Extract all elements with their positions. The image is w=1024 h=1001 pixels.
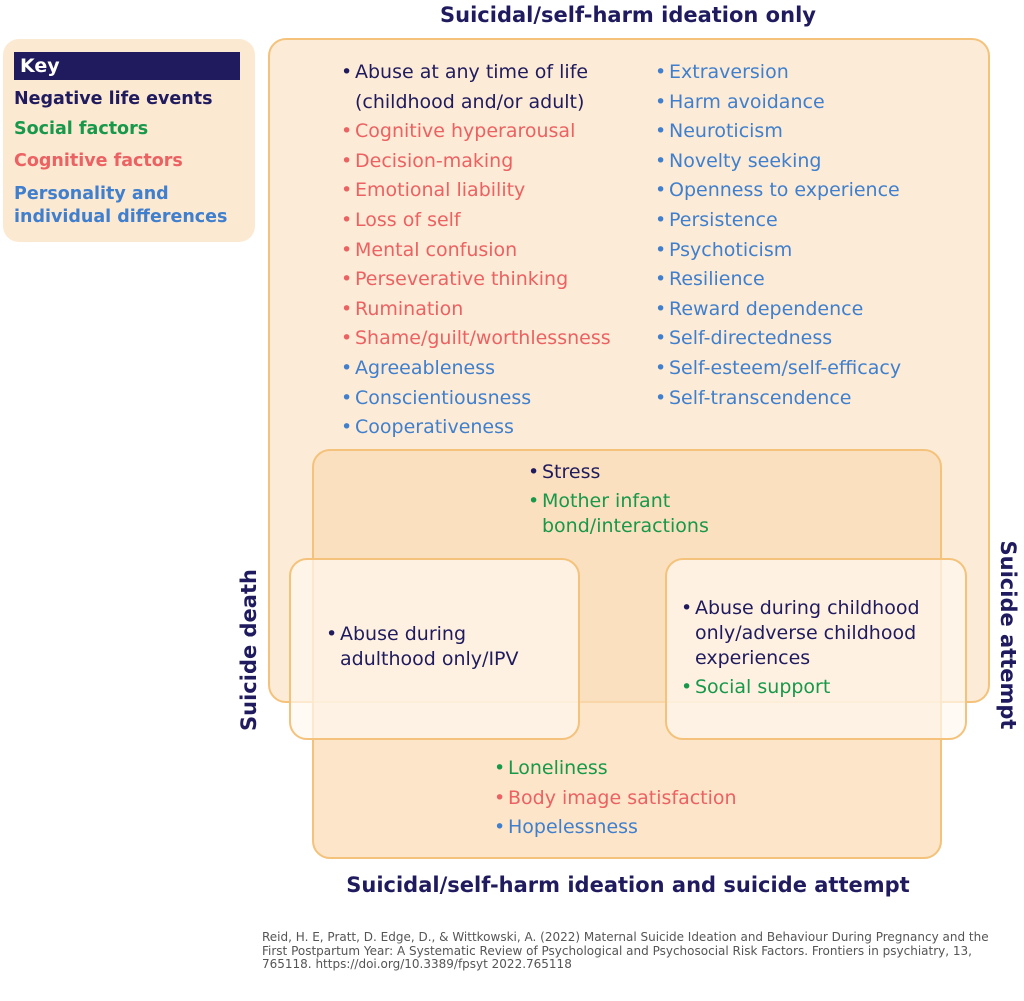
list-item: Self-directedness bbox=[655, 324, 975, 354]
suicide-attempt-list: Abuse during childhood only/adverse chil… bbox=[681, 596, 953, 700]
list-item: Emotional liability bbox=[341, 176, 661, 206]
suicide-death-label: Suicide death bbox=[237, 569, 261, 731]
list-item: Shame/guilt/worthlessness bbox=[341, 324, 661, 354]
key-cognitive-factors: Cognitive factors bbox=[14, 151, 183, 171]
list-item: Mother infant bond/interactions bbox=[528, 489, 758, 539]
list-item: Loss of self bbox=[341, 206, 661, 236]
key-personality: Personality and individual differences bbox=[14, 184, 228, 227]
ideation-and-attempt-list: Loneliness Body image satisfaction Hopel… bbox=[494, 754, 794, 843]
key-negative-life-events: Negative life events bbox=[14, 89, 213, 109]
list-item: Stress bbox=[528, 460, 758, 485]
list-item: Self-transcendence bbox=[655, 384, 975, 414]
list-item: Cooperativeness bbox=[341, 413, 661, 443]
ideation-and-attempt-title: Suicidal/self-harm ideation and suicide … bbox=[346, 873, 910, 897]
list-item: Persistence bbox=[655, 206, 975, 236]
overlap-center-list: Stress Mother infant bond/interactions bbox=[528, 460, 758, 539]
list-item: Extraversion bbox=[655, 58, 975, 88]
list-item: Mental confusion bbox=[341, 236, 661, 266]
ideation-only-right-list: Extraversion Harm avoidance Neuroticism … bbox=[655, 58, 975, 413]
ideation-only-title: Suicidal/self-harm ideation only bbox=[440, 3, 816, 27]
list-item: Abuse during childhood only/adverse chil… bbox=[681, 596, 953, 671]
list-item: Neuroticism bbox=[655, 117, 975, 147]
list-item: Agreeableness bbox=[341, 354, 661, 384]
list-item: Reward dependence bbox=[655, 295, 975, 325]
list-item: Novelty seeking bbox=[655, 147, 975, 177]
list-item: Abuse during adulthood only/IPV bbox=[326, 622, 526, 672]
list-item: Social support bbox=[681, 675, 953, 700]
list-item: Resilience bbox=[655, 265, 975, 295]
suicide-death-list: Abuse during adulthood only/IPV bbox=[326, 622, 526, 672]
list-item: Psychoticism bbox=[655, 236, 975, 266]
citation: Reid, H. E, Pratt, D. Edge, D., & Wittko… bbox=[262, 930, 989, 971]
list-item: Abuse at any time of life (childhood and… bbox=[341, 58, 630, 117]
ideation-only-left-list: Abuse at any time of life (childhood and… bbox=[341, 58, 661, 443]
list-item: Body image satisfaction bbox=[494, 784, 794, 814]
key-title: Key bbox=[14, 52, 240, 80]
key-social-factors: Social factors bbox=[14, 119, 149, 139]
suicide-attempt-label: Suicide attempt bbox=[996, 540, 1020, 730]
list-item: Rumination bbox=[341, 295, 661, 325]
list-item: Loneliness bbox=[494, 754, 794, 784]
list-item: Conscientiousness bbox=[341, 384, 661, 414]
list-item: Openness to experience bbox=[655, 176, 975, 206]
list-item: Cognitive hyperarousal bbox=[341, 117, 661, 147]
list-item: Perseverative thinking bbox=[341, 265, 661, 295]
list-item: Self-esteem/self-efficacy bbox=[655, 354, 975, 384]
list-item: Decision-making bbox=[341, 147, 661, 177]
list-item: Harm avoidance bbox=[655, 88, 975, 118]
list-item: Hopelessness bbox=[494, 813, 794, 843]
